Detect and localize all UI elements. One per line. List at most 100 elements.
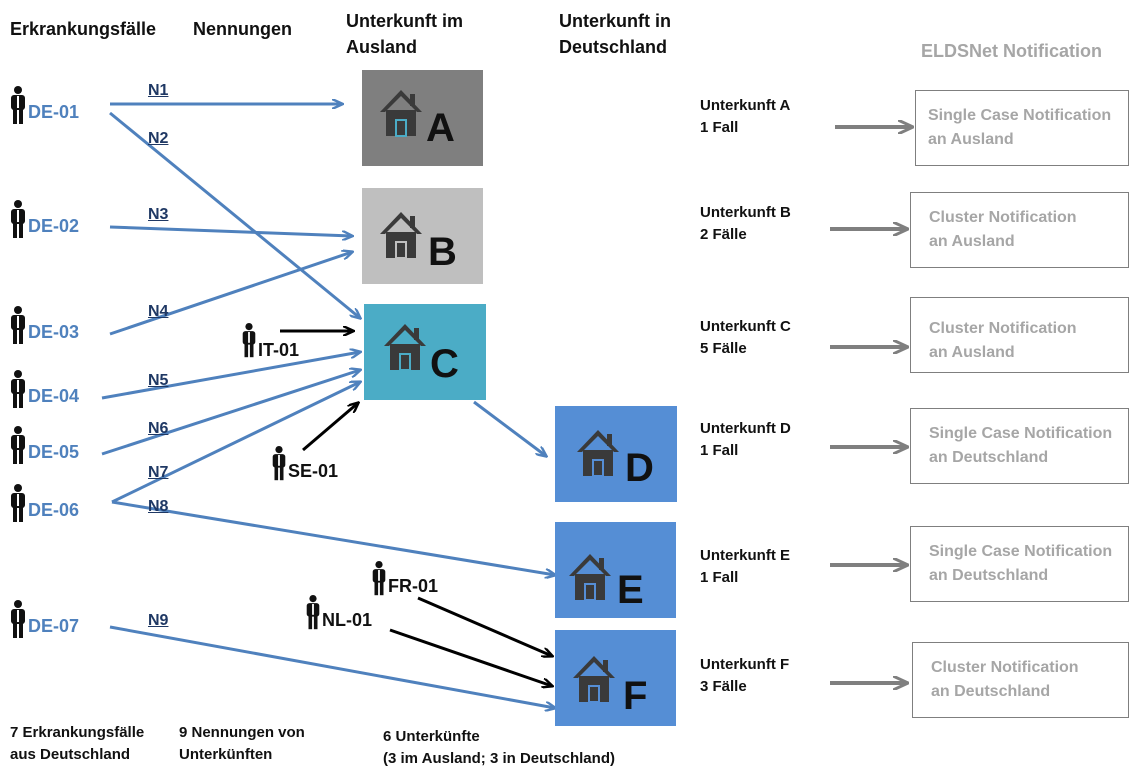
- case-nl-01: NL-01: [304, 594, 372, 632]
- case-de-06: DE-06: [8, 484, 79, 524]
- case-label: DE-01: [28, 102, 80, 122]
- person-icon: [11, 306, 25, 344]
- person-icon: [11, 426, 25, 464]
- notification-type: Cluster Notification: [931, 659, 1079, 676]
- notification-f: Cluster Notification an Deutschland: [912, 642, 1129, 718]
- accommodation-d: D: [555, 406, 677, 502]
- house-icon: [569, 554, 611, 601]
- case-label: DE-03: [28, 322, 80, 342]
- notification-target: an Ausland: [929, 233, 1015, 250]
- mention-n1: N1: [148, 82, 169, 99]
- edge-n7: [111, 382, 360, 504]
- notification-b: Cluster Notification an Ausland: [910, 192, 1129, 268]
- case-de-01: DE-01: [8, 86, 79, 126]
- case-label: DE-05: [28, 442, 80, 462]
- footer-accommodations: 6 Unterkünfte (3 im Ausland; 3 in Deutsc…: [383, 726, 615, 770]
- header-eldsnet: ELDSNet Notification: [921, 41, 1103, 61]
- mention-n5: N5: [148, 372, 169, 389]
- edge-n4: [109, 252, 352, 336]
- accommodation-e: E: [555, 522, 676, 618]
- notification-type: Single Case Notification: [928, 107, 1112, 124]
- person-icon: [272, 446, 286, 481]
- case-label: DE-02: [28, 216, 80, 236]
- footer-cases-line2: aus Deutschland: [10, 746, 131, 763]
- edge-n8: [111, 500, 555, 575]
- case-de-02: DE-02: [8, 200, 79, 240]
- case-de-04: DE-04: [8, 370, 79, 410]
- summary-c: Unterkunft C 5 Fälle: [700, 316, 791, 360]
- accommodation-letter: A: [426, 106, 455, 150]
- person-icon: [11, 200, 25, 238]
- header-germany-line1: Unterkunft in: [559, 11, 671, 31]
- accommodation-letter: C: [430, 342, 459, 386]
- summary-count: 2 Fälle: [700, 226, 747, 243]
- edge-n2: [109, 111, 360, 318]
- notification-type: Cluster Notification: [929, 209, 1077, 226]
- header-germany-line2: Deutschland: [559, 37, 668, 57]
- footer-acc-line2: (3 im Ausland; 3 in Deutschland): [383, 750, 615, 767]
- summary-title: Unterkunft A: [700, 97, 791, 114]
- case-se-01: SE-01: [270, 445, 338, 483]
- summary-title: Unterkunft D: [700, 420, 791, 437]
- edge-se01-c: [302, 403, 358, 452]
- notification-c: Cluster Notification an Ausland: [910, 297, 1129, 373]
- accommodation-letter: D: [625, 446, 654, 490]
- notification-a: Single Case Notification an Ausland: [915, 90, 1129, 166]
- mention-n7: N7: [148, 464, 169, 481]
- summary-d: Unterkunft D 1 Fall: [700, 418, 791, 462]
- house-icon: [380, 90, 422, 137]
- case-label: DE-04: [28, 386, 80, 406]
- foreign-case-label: SE-01: [288, 461, 339, 481]
- notification-type: Single Case Notification: [929, 425, 1113, 442]
- notification-e: Single Case Notification an Deutschland: [910, 526, 1129, 602]
- case-de-03: DE-03: [8, 306, 79, 346]
- header-abroad-line2: Ausland: [346, 37, 418, 57]
- foreign-case-label: NL-01: [322, 610, 373, 630]
- person-icon: [372, 561, 386, 596]
- case-de-07: DE-07: [8, 600, 79, 640]
- header-abroad: Unterkunft im Ausland: [346, 8, 463, 60]
- notification-target: an Deutschland: [929, 567, 1049, 584]
- mention-n2: N2: [148, 130, 169, 147]
- footer-acc-line1: 6 Unterkünfte: [383, 728, 480, 745]
- house-icon: [380, 212, 422, 259]
- summary-title: Unterkunft F: [700, 656, 790, 673]
- edge-fr01-f: [417, 596, 552, 656]
- footer-cases: 7 Erkrankungsfälle aus Deutschland: [10, 722, 144, 766]
- accommodation-a: A: [362, 70, 483, 166]
- mention-n4: N4: [148, 303, 169, 320]
- case-it-01: IT-01: [240, 322, 299, 360]
- notification-target: an Deutschland: [929, 449, 1049, 466]
- edge-c-d: [473, 400, 546, 456]
- footer-mentions-line1: 9 Nennungen von: [179, 724, 305, 741]
- summary-count: 5 Fälle: [700, 340, 747, 357]
- case-de-05: DE-05: [8, 426, 79, 466]
- summary-e: Unterkunft E 1 Fall: [700, 545, 790, 589]
- foreign-case-label: FR-01: [388, 576, 439, 596]
- summary-title: Unterkunft B: [700, 204, 791, 221]
- notification-target: an Deutschland: [931, 683, 1051, 700]
- footer-cases-line1: 7 Erkrankungsfälle: [10, 724, 145, 741]
- mention-n3: N3: [148, 206, 169, 223]
- header-germany: Unterkunft in Deutschland: [559, 8, 671, 60]
- mention-n8: N8: [148, 498, 169, 515]
- person-icon: [242, 323, 256, 358]
- case-fr-01: FR-01: [370, 560, 438, 598]
- header-cases: Erkrankungsfälle: [10, 19, 157, 39]
- notification-d: Single Case Notification an Deutschland: [910, 408, 1129, 484]
- mention-n6: N6: [148, 420, 169, 437]
- person-icon: [11, 86, 25, 124]
- person-icon: [306, 595, 320, 630]
- case-label: DE-06: [28, 500, 80, 520]
- foreign-case-label: IT-01: [258, 340, 300, 360]
- accommodation-c: C: [364, 304, 486, 400]
- accommodation-letter: B: [428, 230, 457, 274]
- edge-nl01-f: [389, 628, 552, 686]
- summary-count: 3 Fälle: [700, 678, 747, 695]
- header-mentions: Nennungen: [193, 19, 292, 39]
- footer-mentions-line2: Unterkünften: [179, 746, 273, 763]
- accommodation-letter: F: [623, 674, 648, 718]
- summary-a: Unterkunft A 1 Fall: [700, 95, 790, 139]
- edge-n5: [101, 352, 360, 400]
